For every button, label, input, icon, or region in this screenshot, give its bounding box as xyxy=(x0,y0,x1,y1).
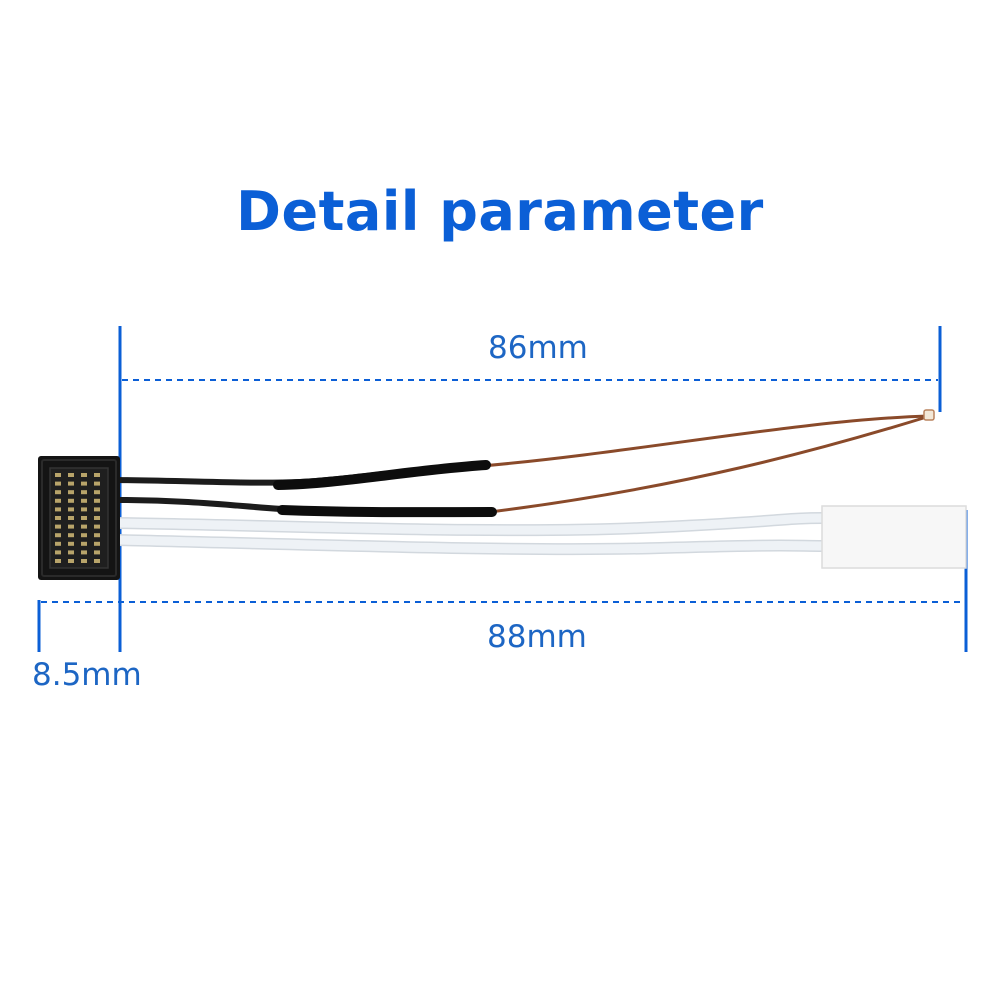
white-wires xyxy=(112,512,830,556)
connector-pin xyxy=(81,481,87,486)
connector-pin xyxy=(68,473,74,477)
connector-pin xyxy=(94,516,100,520)
thermistor-bead xyxy=(923,409,935,421)
connector-pin xyxy=(55,559,61,563)
connector-pin xyxy=(55,541,61,546)
connector-pin xyxy=(55,516,61,520)
white-wire-bottom-core xyxy=(113,535,829,554)
connector-pin xyxy=(81,550,87,555)
heat-shrink-top xyxy=(273,460,491,490)
page-title: Detail parameter xyxy=(236,180,764,243)
copper-leads xyxy=(480,414,932,514)
connector-pin xyxy=(81,541,87,546)
connector-pin xyxy=(68,481,74,486)
connector-pin xyxy=(81,559,87,563)
connector-width-label: 8.5mm xyxy=(32,657,142,693)
connector-pin xyxy=(94,481,100,486)
copper-lead-bottom xyxy=(488,414,932,514)
connector-pin xyxy=(68,516,74,520)
connector-pin xyxy=(81,516,87,520)
connector-pin xyxy=(55,533,61,538)
connector-pin xyxy=(55,498,61,503)
connector-pin xyxy=(68,550,74,555)
connector-pin xyxy=(55,550,61,555)
connector-pins xyxy=(55,473,100,563)
connector-pin xyxy=(81,507,87,512)
connector-pin xyxy=(81,473,87,477)
connector-pin xyxy=(94,498,100,503)
connector-pin xyxy=(68,533,74,538)
connector-pin xyxy=(68,541,74,546)
copper-lead-top xyxy=(480,414,930,468)
connector-pin xyxy=(55,481,61,486)
connector-pin xyxy=(68,524,74,529)
connector-pin xyxy=(94,559,100,563)
connector-pin xyxy=(68,507,74,512)
dimension-lines xyxy=(37,326,968,652)
fpc-connector xyxy=(38,456,120,580)
heat-shrink-sleeves xyxy=(273,460,497,518)
connector-pin xyxy=(94,550,100,555)
connector-pin xyxy=(94,473,100,477)
connector-pin xyxy=(55,473,61,477)
ceramic-heater-block xyxy=(821,505,967,569)
connector-pin xyxy=(81,533,87,538)
connector-pin xyxy=(81,524,87,529)
connector-pin xyxy=(94,541,100,546)
white-wire-top-core xyxy=(113,513,829,535)
connector-pin xyxy=(68,559,74,563)
connector-pin xyxy=(94,490,100,495)
connector-pin xyxy=(81,490,87,495)
top-length-label: 86mm xyxy=(488,330,588,366)
connector-pin xyxy=(94,533,100,538)
connector-pin xyxy=(94,524,100,529)
heat-shrink-bottom xyxy=(277,505,497,518)
connector-pin xyxy=(55,524,61,529)
bottom-length-label: 88mm xyxy=(487,619,587,655)
connector-pin xyxy=(68,498,74,503)
connector-pin xyxy=(55,507,61,512)
connector-pin xyxy=(94,507,100,512)
connector-pin xyxy=(81,498,87,503)
connector-pin xyxy=(55,490,61,495)
connector-frame xyxy=(41,459,117,577)
connector-pin xyxy=(68,490,74,495)
